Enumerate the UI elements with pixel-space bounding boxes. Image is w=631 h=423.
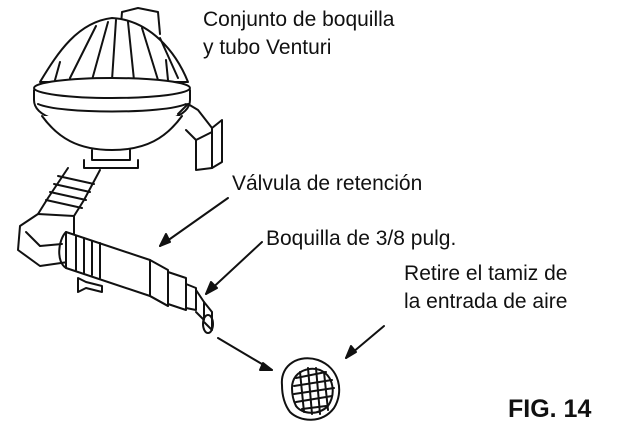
check-valve-body [58, 231, 169, 307]
callout-line: y tubo Venturi [203, 36, 332, 59]
check-valve-leader [159, 197, 229, 247]
callout-nozzle-venturi: Conjunto de boquilla y tubo Venturi [203, 6, 394, 62]
callout-line: la entrada de aire [404, 290, 568, 313]
callout-barb-fitting: Boquilla de 3/8 pulg. [266, 227, 457, 250]
callout-line: Retire el tamiz de [404, 262, 568, 285]
callout-line: Conjunto de boquilla [203, 8, 395, 31]
nozzle-venturi-assembly [33, 7, 223, 171]
air-inlet-screen [280, 357, 341, 421]
figure-number: FIG. 14 [508, 395, 592, 423]
leader-lines [159, 197, 385, 371]
callout-check-valve: Válvula de retención [232, 172, 423, 195]
callout-air-inlet-screen: Retire el tamiz de la entrada de aire [404, 260, 567, 316]
barb-fitting [167, 271, 214, 334]
